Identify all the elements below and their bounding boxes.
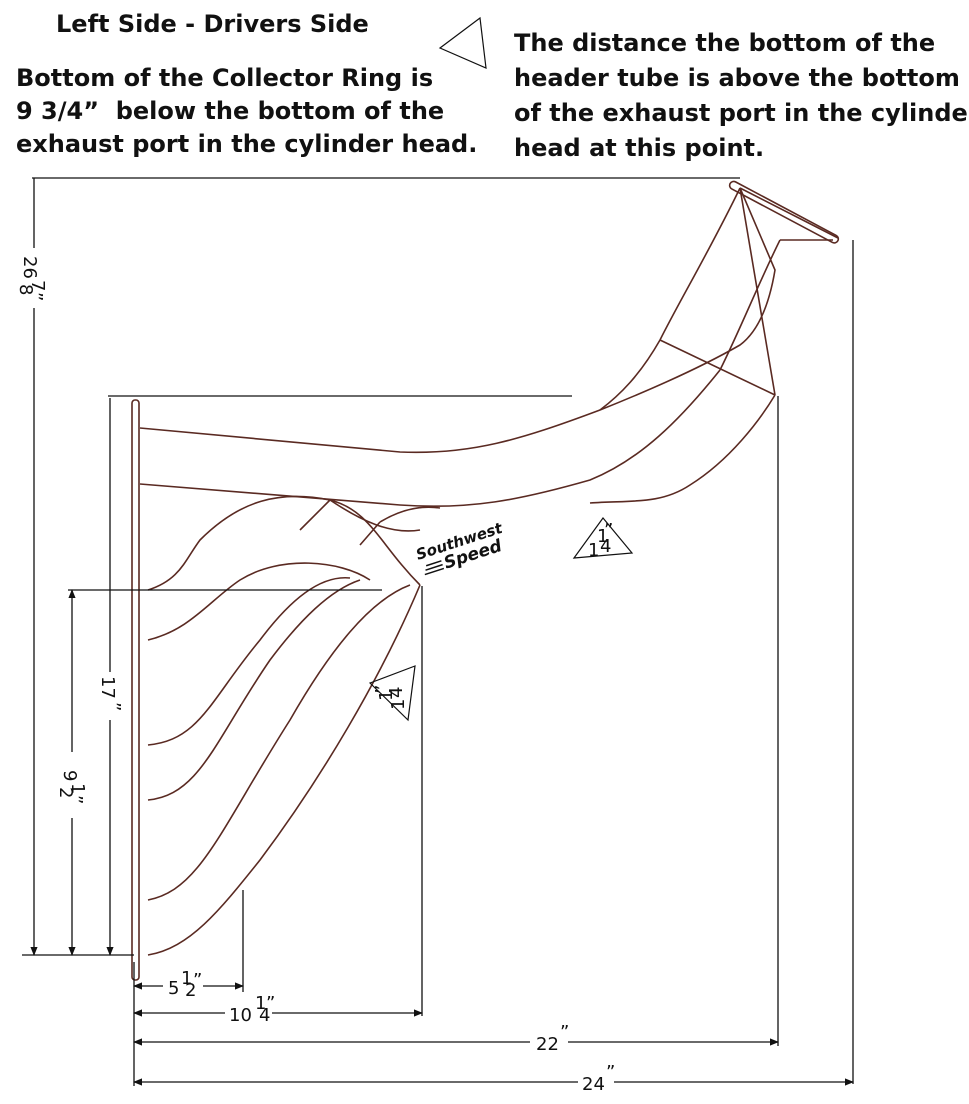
dim-width-24: 24 ”	[582, 1062, 615, 1095]
svg-text:9: 9	[59, 770, 80, 781]
svg-text:1: 1	[255, 993, 266, 1014]
svg-text:1: 1	[67, 783, 88, 794]
svg-text:1: 1	[181, 968, 192, 989]
svg-text:26: 26	[19, 256, 40, 279]
svg-text:22: 22	[536, 1034, 559, 1055]
dim-width-22: 22 ”	[536, 1022, 569, 1055]
svg-text:4: 4	[386, 687, 407, 698]
dim-width-5-half: 5 1 2 ”	[168, 968, 202, 1001]
primary-tube-5	[147, 579, 361, 801]
svg-text:”: ”	[103, 702, 124, 711]
svg-text:8: 8	[15, 284, 36, 295]
svg-text:5: 5	[168, 978, 179, 999]
svg-text:7: 7	[27, 280, 48, 291]
svg-text:”: ”	[25, 292, 46, 301]
svg-text:24: 24	[582, 1074, 605, 1095]
primary-tube-2	[147, 495, 421, 591]
head-flange	[131, 399, 140, 981]
collector-outlet	[728, 180, 840, 244]
dimension-lines	[22, 177, 854, 1086]
svg-text:”: ”	[372, 685, 393, 694]
primary-tube-3	[147, 562, 371, 641]
svg-text:”: ”	[65, 795, 86, 804]
southwest-speed-logo: Southwest Speed	[414, 519, 505, 576]
svg-text:2: 2	[185, 980, 196, 1001]
header-outline	[131, 180, 840, 981]
svg-text:1: 1	[588, 540, 599, 561]
page-title: Left Side - Drivers Side	[56, 10, 369, 38]
svg-text:10: 10	[229, 1005, 252, 1026]
triangle-legend-note: The distance the bottom of the header tu…	[514, 29, 969, 162]
svg-text:2: 2	[55, 787, 76, 798]
svg-text:”: ”	[266, 993, 275, 1014]
svg-text:”: ”	[606, 1062, 615, 1083]
svg-text:1: 1	[597, 526, 608, 547]
dim-overall-height: 26 7 8 ”	[15, 256, 48, 301]
svg-text:17: 17	[97, 676, 118, 699]
svg-text:1: 1	[388, 699, 409, 710]
svg-text:”: ”	[604, 520, 613, 541]
collector-ring-note: Bottom of the Collector Ring is 9 3/4” b…	[16, 64, 478, 158]
dim-height-17: 17 ”	[97, 676, 124, 711]
svg-text:”: ”	[560, 1022, 569, 1043]
tube-height-marker-1: 1 1 4 ”	[572, 517, 634, 561]
primary-tube-4	[147, 577, 351, 746]
svg-text:1: 1	[376, 690, 397, 701]
svg-text:”: ”	[193, 970, 202, 991]
dim-height-9-half: 9 1 2 ”	[55, 770, 88, 804]
dim-width-10-quarter: 10 1 4 ”	[229, 993, 275, 1026]
triangle-icon	[438, 16, 487, 69]
primary-tube-1	[139, 187, 776, 454]
primary-tube-6	[147, 584, 411, 901]
tube-height-marker-2: 1 1 4 ”	[368, 665, 416, 722]
svg-text:4: 4	[259, 1005, 270, 1026]
svg-text:4: 4	[600, 536, 611, 557]
